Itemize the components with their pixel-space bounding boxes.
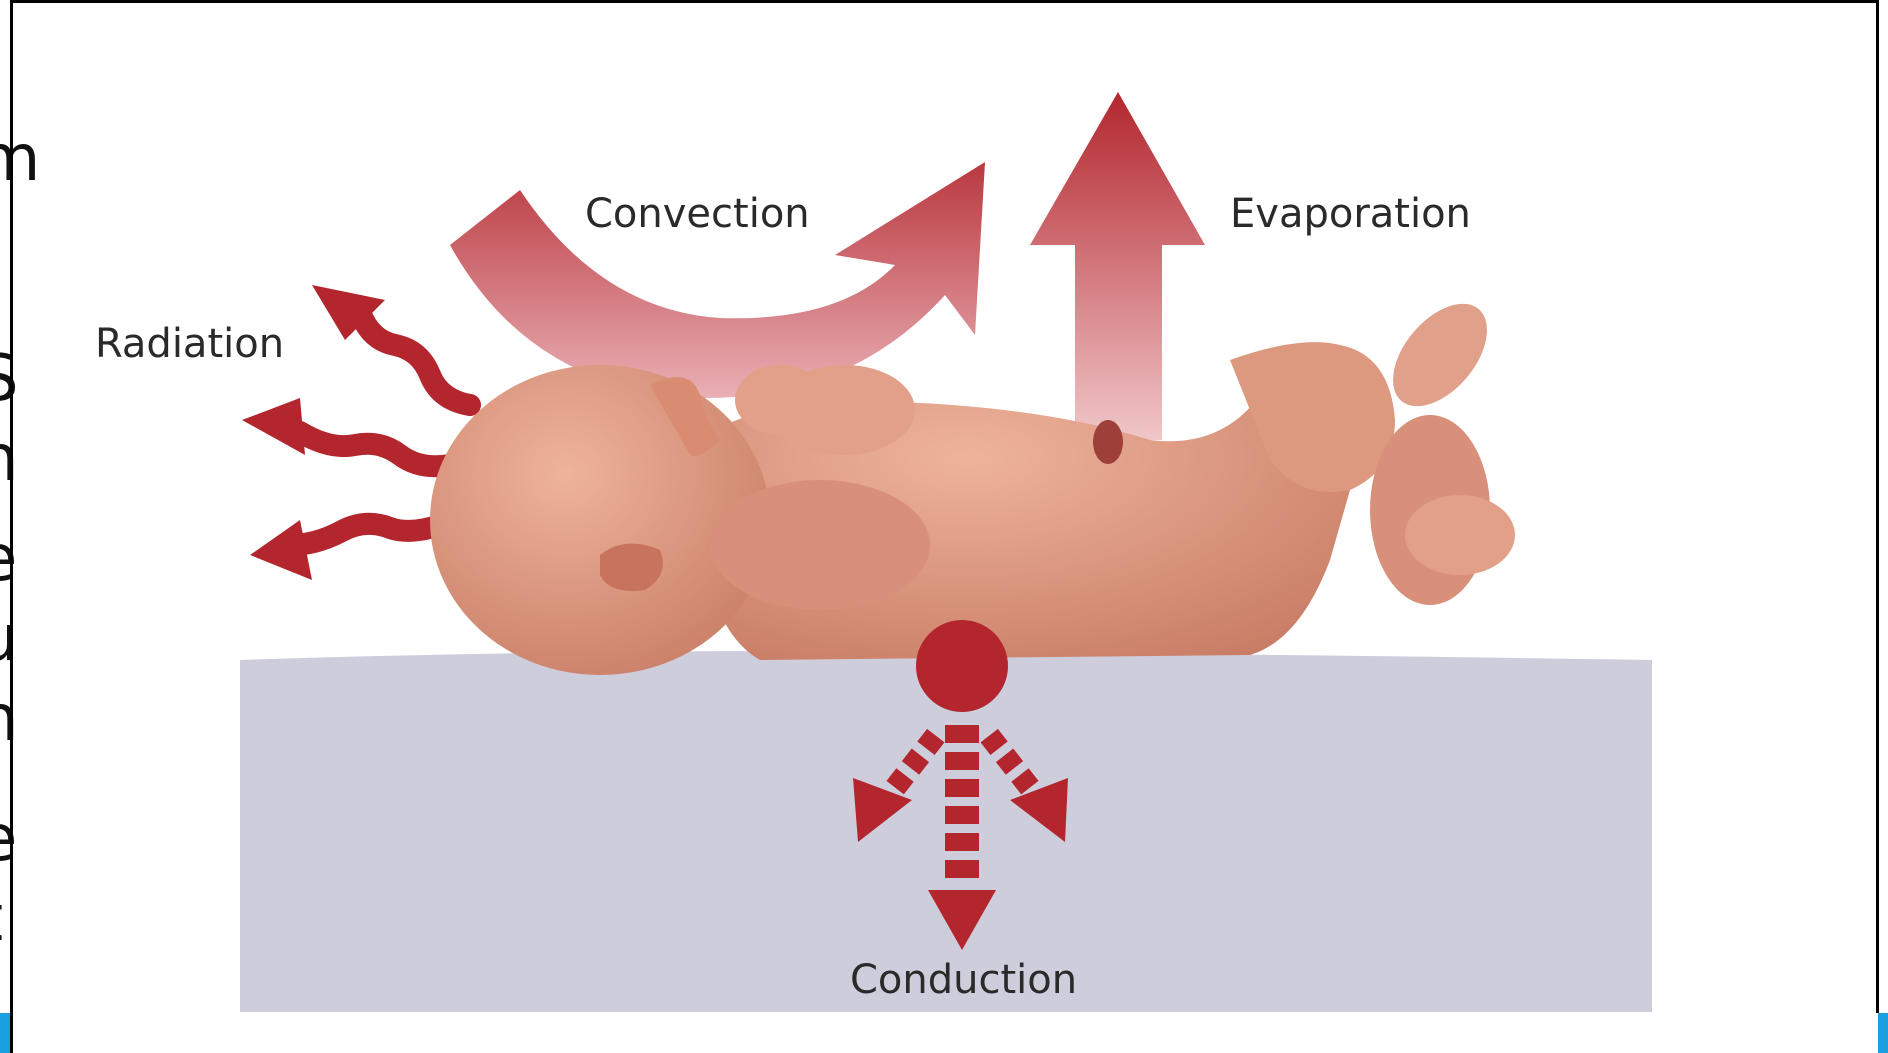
frame-top-border <box>10 0 1879 3</box>
svg-text:t: t <box>0 882 3 956</box>
accent-bar-right <box>1878 1013 1888 1053</box>
evaporation-arrow <box>1030 92 1205 440</box>
frame-left-border <box>10 0 13 1053</box>
svg-text:e: e <box>0 522 17 596</box>
svg-text:e: e <box>0 802 17 876</box>
accent-bar-left <box>0 1013 10 1053</box>
radiation-label: Radiation <box>95 324 284 364</box>
conduction-label: Conduction <box>850 960 1077 1000</box>
frame-right-border <box>1876 0 1879 1013</box>
svg-text:m: m <box>0 122 40 196</box>
convection-label: Convection <box>585 194 810 234</box>
cropped-side-text: m / S n e u n e t <box>0 122 40 956</box>
evaporation-label: Evaporation <box>1230 194 1471 234</box>
